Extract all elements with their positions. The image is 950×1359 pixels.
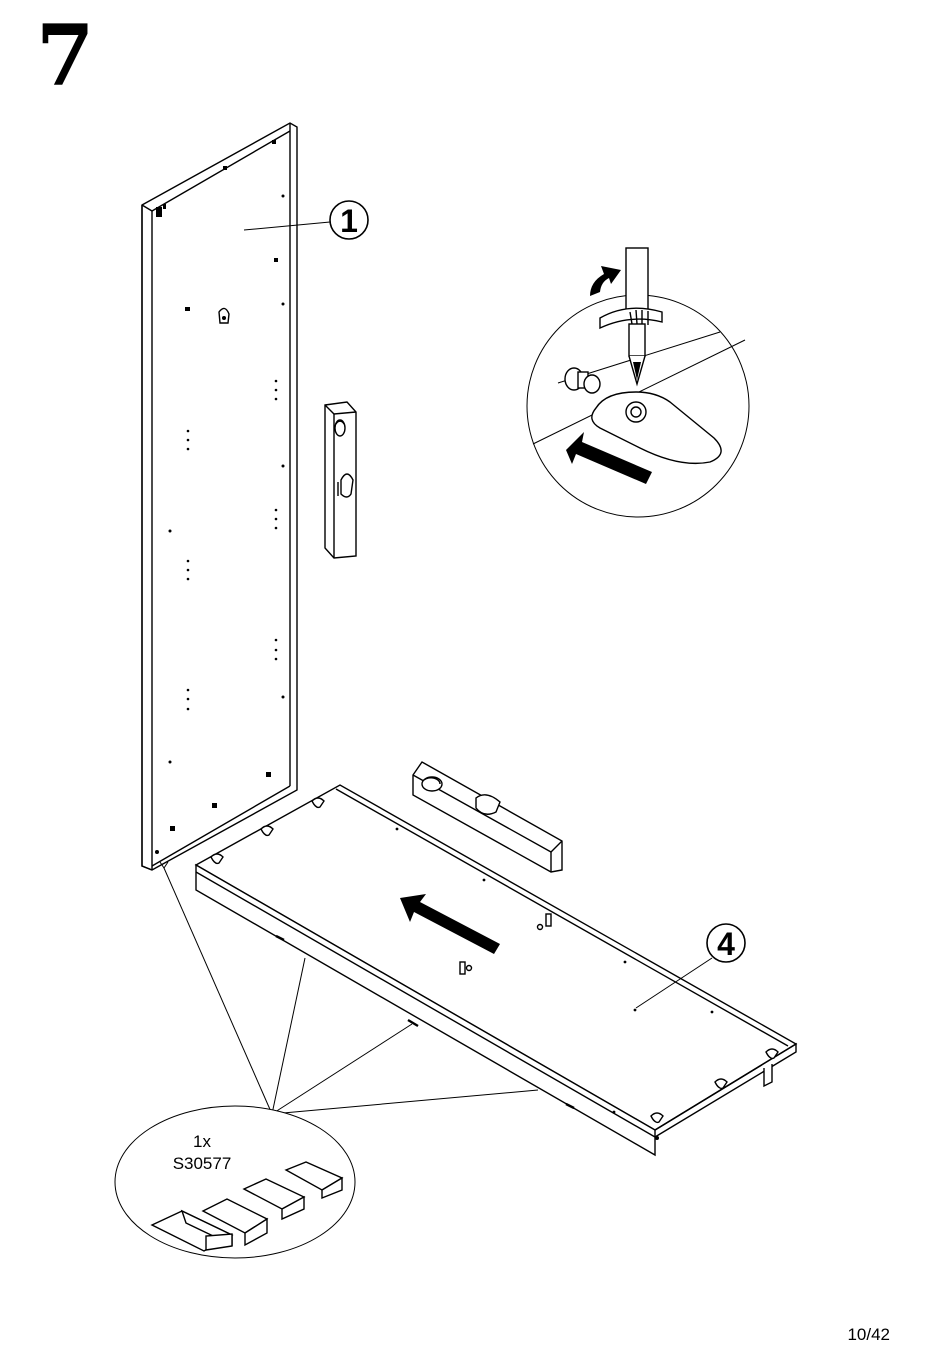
detail-circle-screwing	[527, 248, 749, 517]
hardware-quantity: 1x	[193, 1132, 211, 1151]
spirit-level-vertical	[325, 402, 356, 558]
hardware-detail-circle: 1x S30577	[115, 1106, 355, 1258]
rotate-arrow-icon	[590, 266, 621, 296]
part-label-4-text: 4	[717, 926, 735, 962]
side-panel	[142, 123, 330, 870]
part-label-1-text: 1	[340, 203, 358, 239]
part-label-1: 1	[330, 201, 368, 239]
part-label-4: 4	[707, 924, 745, 962]
page-number: 10/42	[847, 1325, 890, 1345]
hardware-code: S30577	[173, 1154, 232, 1173]
